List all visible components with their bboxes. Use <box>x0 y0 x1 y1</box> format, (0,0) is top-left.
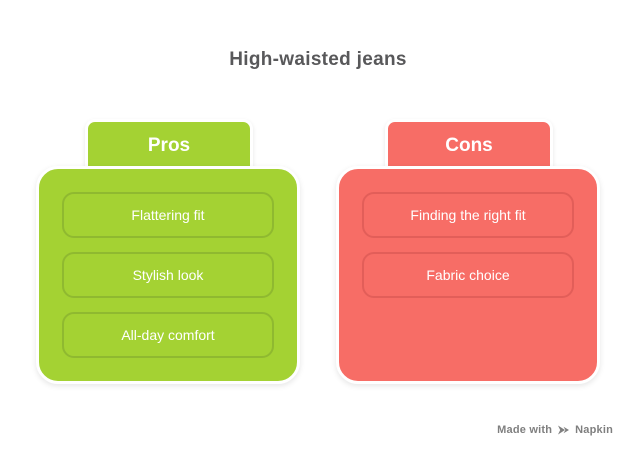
pros-item-1: Stylish look <box>62 252 274 298</box>
napkin-logo-icon <box>558 425 570 435</box>
pros-item-2: All-day comfort <box>62 312 274 358</box>
cons-tab-header: Cons <box>385 119 553 172</box>
napkin-watermark: Made with Napkin <box>497 424 613 436</box>
cons-item-1: Fabric choice <box>362 252 574 298</box>
cons-item-0: Finding the right fit <box>362 192 574 238</box>
pros-tab-label: Pros <box>147 134 191 156</box>
watermark-prefix: Made with <box>497 424 553 436</box>
pros-item-0: Flattering fit <box>62 192 274 238</box>
cons-tab-label: Cons <box>445 134 493 156</box>
pros-tab-header: Pros <box>85 119 253 172</box>
diagram-title: High-waisted jeans <box>229 49 407 70</box>
watermark-brand: Napkin <box>575 424 613 436</box>
